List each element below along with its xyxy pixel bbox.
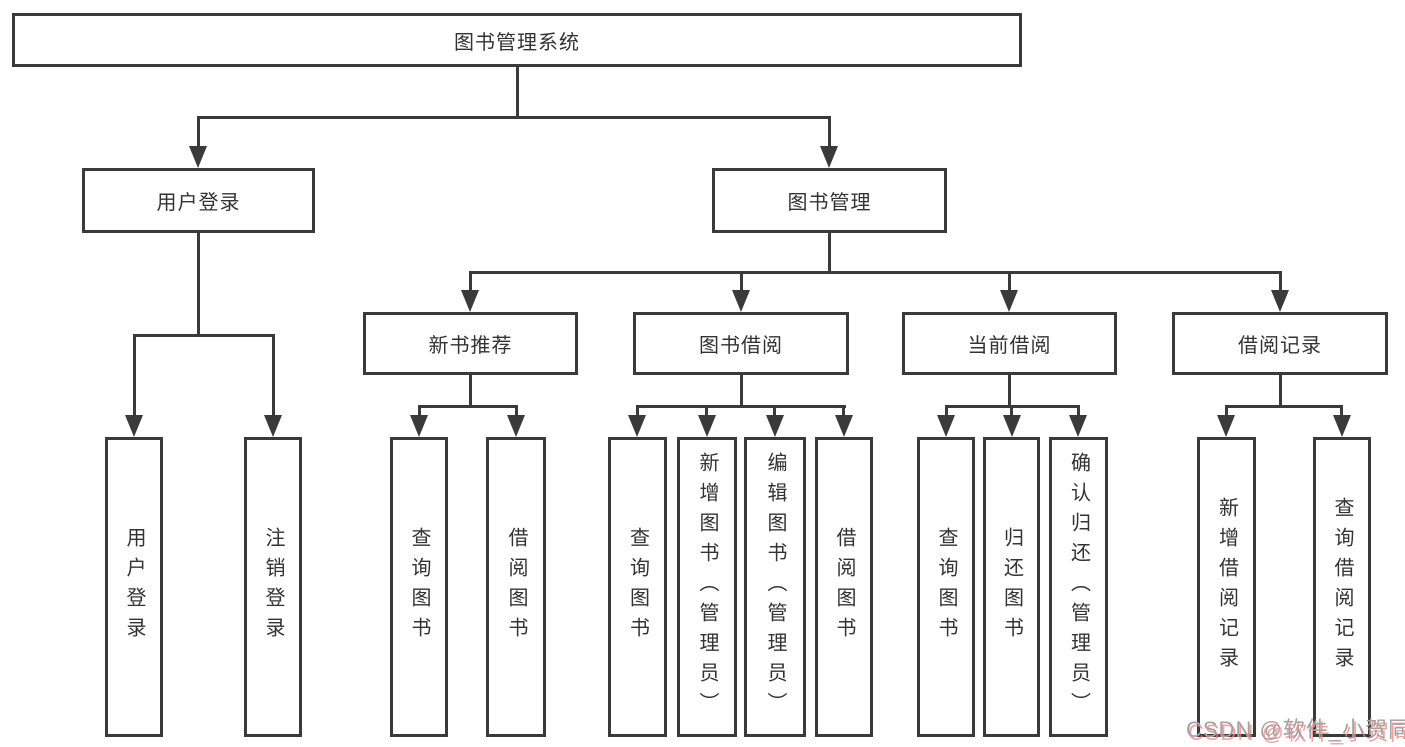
leaf-bb-query-book-label: 查询图书 [626,527,649,647]
csdn-watermark: CSDN @软件_小贺同学 [1186,717,1405,742]
connector-borrow-record-rail [1225,405,1343,408]
arrow-nb-query [410,415,428,437]
node-root-label: 图书管理系统 [454,31,580,54]
connector-cb-confirm-drop [1077,405,1080,417]
arrow-bb-edit [766,415,784,437]
connector-book-mgmt-stem [828,233,831,274]
leaf-br-add-record: 新增借阅记录 [1197,437,1256,737]
node-book-mgmt: 图书管理 [712,168,947,233]
arrow-book-borrow [732,290,750,312]
leaf-br-add-record-label: 新增借阅记录 [1215,497,1238,677]
connector-cb-return-drop [1010,405,1013,417]
connector-bb-add-drop [705,405,708,417]
connector-bb-borrow-drop [842,405,845,417]
connector-book-borrow-rail [636,405,846,408]
connector-current-borrow-stem [1008,375,1011,408]
leaf-cb-query-book: 查询图书 [917,437,975,737]
leaf-logout: 注销登录 [244,437,302,737]
connector-borrow-record-drop [1279,271,1282,292]
leaf-cb-return-book-label: 归还图书 [1000,527,1023,647]
connector-book-borrow-drop [740,271,743,292]
leaf-nb-borrow-book: 借阅图书 [486,437,546,737]
node-book-borrow-label: 图书借阅 [699,335,783,357]
arrow-nb-borrow [507,415,525,437]
arrow-user-login [189,146,207,168]
connector-login-drop [133,334,136,417]
leaf-bb-borrow-book-label: 借阅图书 [833,527,855,647]
leaf-user-login-label: 用户登录 [123,527,145,647]
connector-new-book-rail [418,405,518,408]
connector-user-login-drop [197,116,200,148]
leaf-nb-query-book-label: 查询图书 [408,527,430,647]
node-book-mgmt-label: 图书管理 [787,192,872,214]
connector-cb-query-drop [945,405,948,417]
connector-nb-borrow-drop [515,405,518,417]
leaf-user-login: 用户登录 [105,437,163,737]
arrow-br-add [1217,415,1235,437]
leaf-br-query-record-label: 查询借阅记录 [1331,497,1353,677]
leaf-cb-confirm-return-admin-label: 确认归还（管理员） [1067,452,1090,722]
node-user-login-label: 用户登录 [156,192,241,214]
connector-root-stem [516,67,519,118]
arrow-new-book [461,290,479,312]
arrow-cb-confirm [1069,415,1087,437]
connector-user-login-rail [133,334,275,337]
leaf-br-query-record: 查询借阅记录 [1313,437,1371,737]
arrow-book-mgmt [820,146,838,168]
connector-new-book-stem [469,375,472,408]
connector-br-query-drop [1340,405,1343,417]
node-root: 图书管理系统 [12,13,1022,67]
connector-br-add-drop [1225,405,1228,417]
leaf-nb-borrow-book-label: 借阅图书 [505,527,527,647]
node-new-book-label: 新书推荐 [428,335,513,357]
arrow-login [125,415,143,437]
arrow-current-borrow [1000,290,1018,312]
connector-level3-rail [469,271,1282,274]
node-current-borrow-label: 当前借阅 [967,335,1052,357]
leaf-bb-edit-book-admin: 编辑图书（管理员） [744,437,806,737]
node-book-borrow: 图书借阅 [633,312,849,375]
node-borrow-record-label: 借阅记录 [1238,335,1322,357]
arrow-cb-query [937,415,955,437]
arrow-bb-borrow [835,415,853,437]
connector-bb-query-drop [636,405,639,417]
leaf-bb-add-book-admin: 新增图书（管理员） [677,437,737,737]
leaf-bb-borrow-book: 借阅图书 [815,437,873,737]
arrow-logout [264,415,282,437]
node-new-book: 新书推荐 [363,312,578,375]
leaf-nb-query-book: 查询图书 [390,437,448,737]
node-current-borrow: 当前借阅 [902,312,1117,375]
connector-level2-rail [197,116,831,119]
node-borrow-record: 借阅记录 [1172,312,1388,375]
connector-user-login-stem [197,233,200,337]
arrow-bb-add [698,415,716,437]
leaf-logout-label: 注销登录 [262,527,284,647]
connector-new-book-drop [469,271,472,292]
connector-current-borrow-drop [1008,271,1011,292]
connector-borrow-record-stem [1279,375,1282,408]
connector-book-borrow-stem [740,375,743,408]
arrow-br-query [1333,415,1351,437]
leaf-cb-confirm-return-admin: 确认归还（管理员） [1049,437,1108,737]
arrow-bb-query [628,415,646,437]
leaf-bb-add-book-admin-label: 新增图书（管理员） [696,452,718,722]
connector-bb-edit-drop [773,405,776,417]
node-user-login: 用户登录 [82,168,315,233]
leaf-bb-edit-book-admin-label: 编辑图书（管理员） [764,452,786,722]
arrow-borrow-record [1271,290,1289,312]
leaf-bb-query-book: 查询图书 [608,437,667,737]
arrow-cb-return [1003,415,1021,437]
connector-logout-drop [272,334,275,417]
leaf-cb-return-book: 归还图书 [983,437,1040,737]
connector-nb-query-drop [418,405,421,417]
connector-book-mgmt-drop [828,116,831,148]
leaf-cb-query-book-label: 查询图书 [935,527,957,647]
